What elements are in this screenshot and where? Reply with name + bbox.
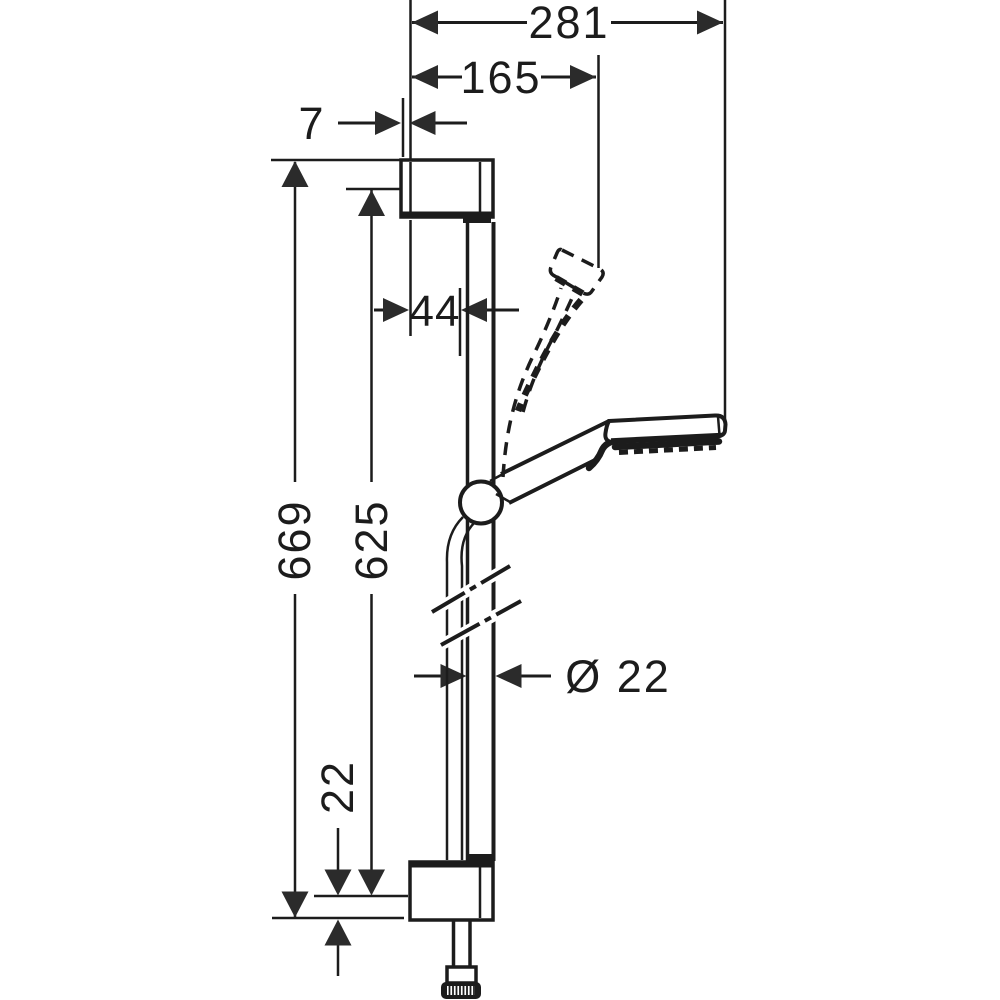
arrow-right-icon bbox=[375, 111, 401, 135]
arrow-down-icon bbox=[358, 869, 385, 896]
bar-top-collar bbox=[463, 212, 491, 223]
arrow-down-icon bbox=[281, 891, 309, 918]
arrow-right-icon bbox=[383, 298, 409, 322]
hose-lower-and-connector bbox=[441, 920, 481, 999]
hose-right-edge bbox=[460, 521, 476, 860]
holder-neck-top bbox=[489, 472, 504, 483]
stored-head-spray-face bbox=[554, 275, 589, 299]
arrow-up-icon bbox=[281, 161, 309, 187]
shower-head-spray-face bbox=[611, 438, 723, 451]
slide-bar bbox=[465, 222, 496, 861]
stored-handle-left-edge bbox=[501, 287, 563, 478]
slider-holder-pivot bbox=[458, 479, 504, 526]
extension-lines bbox=[271, 0, 727, 976]
stored-head-outline bbox=[548, 247, 605, 296]
dimension-arrows bbox=[281, 10, 723, 946]
shower-head-end-cap-line bbox=[716, 416, 721, 436]
dim-overall-reach-label: 281 bbox=[528, 0, 609, 48]
break-marks bbox=[429, 561, 524, 650]
stored-handle-shadow-edge bbox=[514, 297, 584, 413]
bottom-bracket bbox=[408, 854, 495, 922]
dim-bottom-clearance-label: 22 bbox=[312, 760, 363, 814]
top-bracket bbox=[399, 158, 495, 223]
hose-connector-collar bbox=[445, 965, 478, 985]
top-bracket-body bbox=[399, 158, 495, 219]
arrow-left-icon bbox=[412, 65, 438, 89]
dim-bar-height-label: 625 bbox=[346, 499, 397, 580]
arrow-right-icon bbox=[570, 65, 596, 89]
arrow-up-icon bbox=[358, 190, 385, 216]
bar-bottom-collar bbox=[466, 854, 494, 863]
shower-hose-upper bbox=[445, 516, 476, 860]
hand-shower-in-use bbox=[500, 413, 728, 505]
hose-nut-knurl-band bbox=[447, 986, 475, 995]
holder-neck bbox=[489, 472, 511, 504]
dim-holder-offset-label: 44 bbox=[410, 287, 461, 336]
dimension-labels: 281 165 7 44 Ø 22 669 625 22 bbox=[269, 0, 671, 814]
dim-overall-height-label: 669 bbox=[269, 499, 320, 580]
arrow-right-icon bbox=[697, 10, 723, 35]
arrow-down-icon bbox=[324, 869, 352, 896]
shower-rail-set bbox=[399, 158, 728, 999]
handle-top-edge bbox=[500, 419, 610, 476]
dim-stored-head-reach-label: 165 bbox=[460, 52, 541, 103]
arrow-left-icon bbox=[495, 664, 522, 688]
arrow-left-icon bbox=[412, 10, 438, 35]
arrow-left-icon bbox=[461, 298, 487, 322]
arrow-left-icon bbox=[409, 111, 436, 135]
handle-bottom-edge bbox=[508, 458, 596, 505]
hose-nut-knurling bbox=[448, 986, 475, 995]
handle-head-elbow bbox=[585, 437, 620, 472]
holder-neck-bottom bbox=[495, 492, 511, 504]
dim-wall-clearance-label: 7 bbox=[298, 98, 325, 149]
dim-bar-diameter-label: Ø 22 bbox=[565, 651, 671, 702]
hand-shower-stored-dashed bbox=[501, 247, 605, 478]
hose-left-edge bbox=[445, 516, 464, 860]
shower-head-nozzles bbox=[618, 445, 717, 455]
break-slash-upper bbox=[430, 564, 512, 614]
shower-head-face-ring-line bbox=[610, 432, 723, 441]
arrow-up-icon bbox=[324, 919, 352, 946]
break-slash-lower bbox=[440, 599, 522, 647]
